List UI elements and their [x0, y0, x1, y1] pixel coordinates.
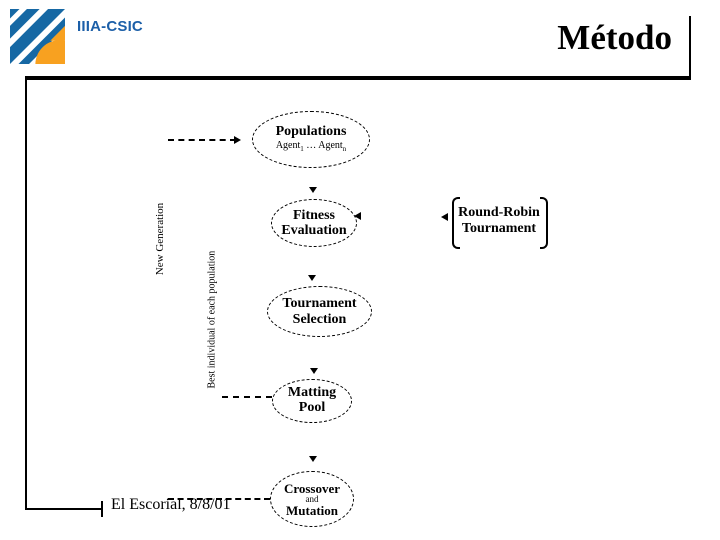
arrow-down-icon [308, 275, 316, 281]
agents-ellipsis: … [306, 140, 317, 152]
header-rule [25, 76, 691, 80]
arrow-left-icon [441, 213, 448, 221]
crossover-line1: Crossover [283, 480, 341, 496]
round-robin-line2: Tournament [461, 221, 537, 237]
agent-b-subscript: n [342, 145, 347, 154]
node-crossover-mutation: Crossover and Mutation [270, 471, 354, 527]
matting-line2: Pool [298, 400, 326, 415]
fitness-line2: Evaluation [281, 223, 347, 238]
connector-to-crossover [168, 498, 270, 500]
footer-rule [25, 508, 102, 510]
label-best-individual: Best individual of each population [206, 250, 218, 389]
left-frame-rule [25, 80, 27, 510]
arrow-down-icon [309, 456, 317, 462]
node-fitness-evaluation: Fitness Evaluation [271, 199, 357, 247]
fitness-line1: Fitness [293, 207, 335, 223]
label-new-generation: New Generation [154, 202, 166, 276]
node-matting-pool: Matting Pool [272, 379, 352, 423]
node-round-robin-tournament: Round-Robin Tournament [457, 205, 541, 237]
agent-a-label: Agent [275, 140, 301, 152]
iiia-logo-icon [10, 9, 65, 64]
agent-b-label: Agent [318, 140, 343, 152]
footer-date: El Escorial, 8/8/01 [111, 496, 231, 513]
arrow-right-icon [234, 136, 241, 144]
node-populations-label: Populations [275, 124, 347, 140]
footer-tick [101, 501, 103, 517]
round-robin-right-bracket [540, 197, 548, 249]
node-populations: Populations Agent1 … Agentn [252, 111, 370, 168]
node-populations-agents: Agent1 … Agentn [275, 140, 347, 154]
crossover-line2: and [305, 493, 319, 504]
connector-to-matting-pool [222, 396, 272, 398]
node-tournament-selection: Tournament Selection [267, 286, 372, 337]
tournament-line1: Tournament [282, 296, 357, 312]
crossover-line3: Mutation [286, 502, 338, 518]
matting-line1: Matting [287, 385, 337, 401]
round-robin-line1: Round-Robin [458, 205, 540, 220]
connector-to-populations [168, 139, 236, 141]
round-robin-left-bracket [452, 197, 460, 249]
title-side-rule [689, 16, 691, 77]
agent-a-subscript: 1 [300, 145, 304, 154]
logo-text: IIIA-CSIC [77, 18, 143, 35]
arrow-left-icon [354, 212, 361, 220]
arrow-down-icon [309, 187, 317, 193]
arrow-down-icon [310, 368, 318, 374]
tournament-line2: Selection [292, 311, 347, 327]
slide-title: Método [557, 18, 672, 57]
